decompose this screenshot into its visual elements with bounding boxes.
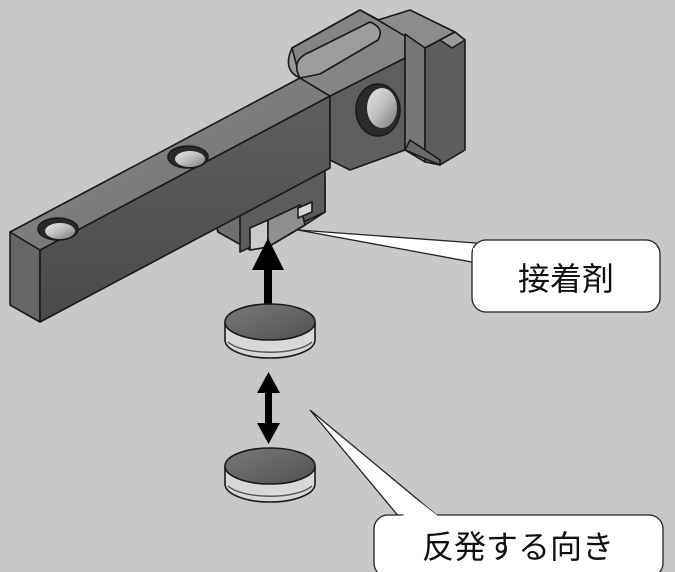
bar-hole-left	[37, 217, 79, 241]
raised-block	[287, 9, 406, 171]
magnet-disc-lower	[224, 447, 316, 503]
back-plate	[377, 9, 466, 166]
bar-hole-right	[167, 145, 209, 169]
bracket-tab	[214, 167, 326, 253]
repel-direction-callout: 反発する向き	[309, 409, 664, 572]
adhesive-label: 接着剤	[518, 260, 614, 298]
repel-double-arrow	[257, 372, 280, 444]
magnet-disc-upper	[224, 303, 316, 359]
repel-direction-label: 反発する向き	[422, 528, 614, 566]
insert-arrow	[252, 238, 284, 313]
adhesive-callout: 接着剤	[297, 229, 661, 313]
bracket-part	[9, 9, 466, 323]
